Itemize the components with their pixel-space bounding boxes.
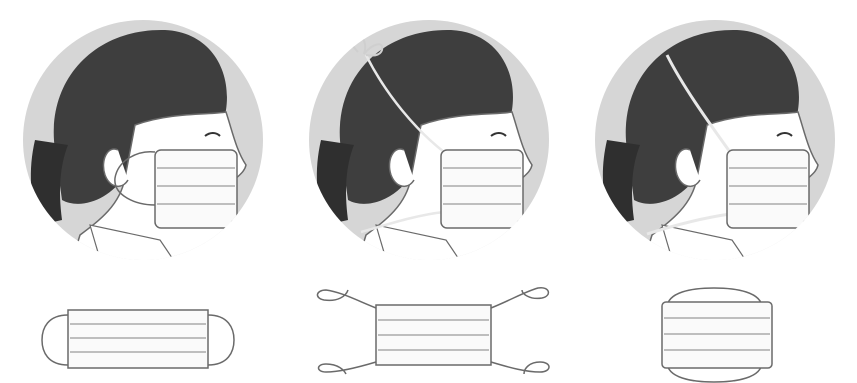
tie-top-left <box>317 290 376 308</box>
panel-tie-string-svg <box>286 0 572 383</box>
flat-mask-head-band <box>662 288 772 382</box>
panel-head-band-svg <box>572 0 857 383</box>
panel-head-band <box>572 0 857 383</box>
tie-bottom-right <box>491 362 549 374</box>
worn-mask <box>155 150 237 228</box>
worn-mask <box>441 150 523 228</box>
flat-mask-body <box>662 302 772 368</box>
left-loop <box>42 315 68 365</box>
tie-bottom-left <box>319 362 377 374</box>
right-loop <box>208 315 234 365</box>
flat-mask-body <box>68 310 208 368</box>
panel-ear-loop-svg <box>0 0 286 383</box>
flat-mask-tie-string <box>317 288 549 374</box>
panel-tie-string <box>286 0 572 383</box>
panel-ear-loop <box>0 0 286 383</box>
tie-top-right <box>491 288 548 308</box>
flat-mask-ear-loop <box>42 310 234 368</box>
worn-mask <box>727 150 809 228</box>
